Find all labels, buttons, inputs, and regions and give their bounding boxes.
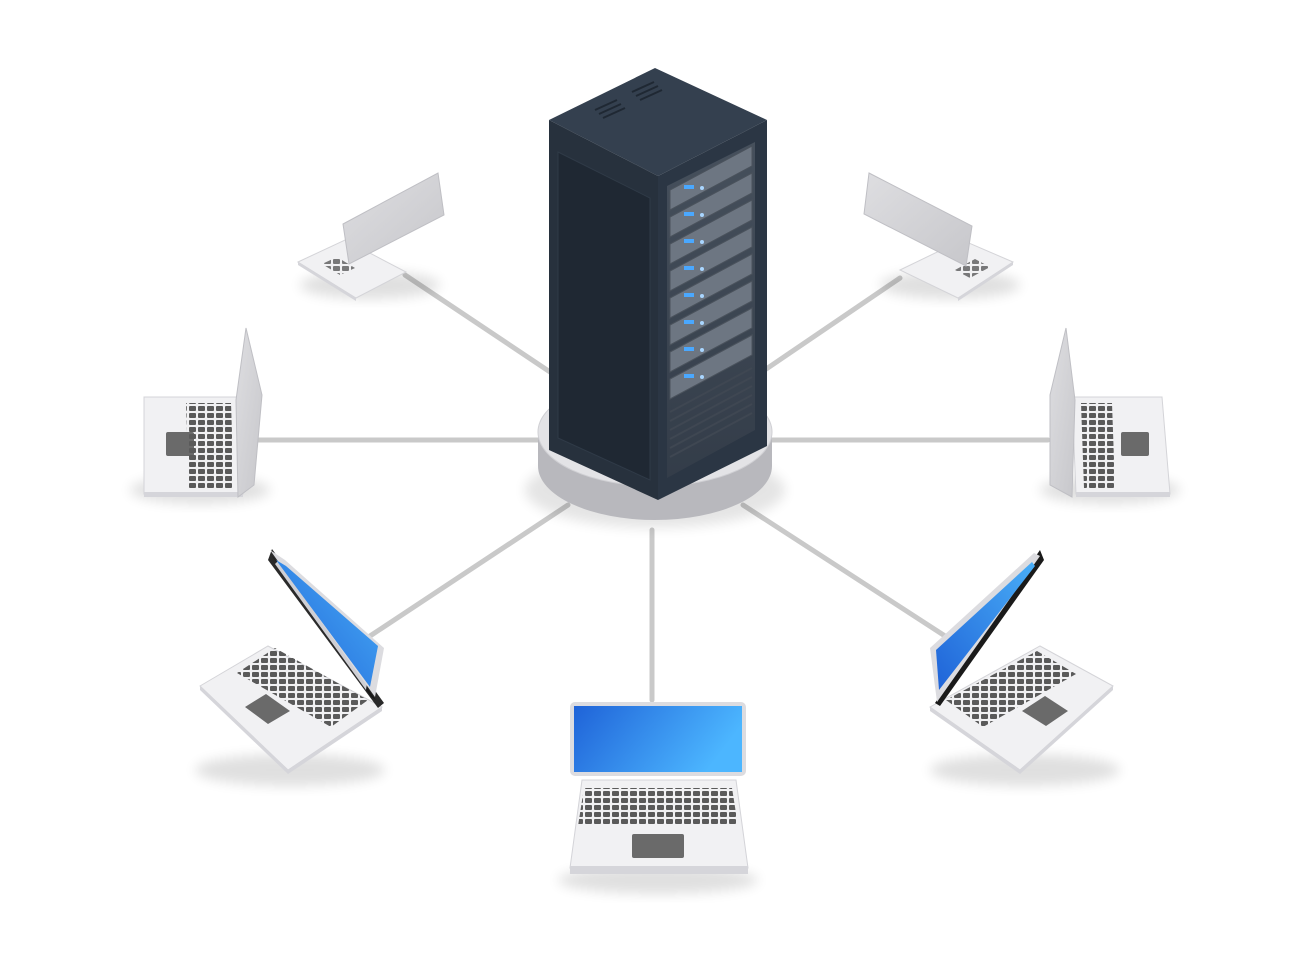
laptop-front-center (558, 702, 758, 894)
link-front-left (367, 502, 571, 639)
link-back-left (402, 272, 565, 383)
rack-unit-led (684, 239, 694, 243)
rack-vent-line (669, 376, 753, 422)
laptop-back-right (863, 172, 1020, 301)
link-back-right (747, 275, 903, 383)
rack-unit-indicator (700, 186, 704, 190)
rack-unit-indicator (700, 213, 704, 217)
rack-unit-led (684, 212, 694, 216)
rack-vent-left (594, 99, 626, 119)
laptop-front-left (195, 549, 385, 786)
rack-unit-led (684, 293, 694, 297)
link-front-right (740, 502, 948, 639)
rack-vent-line (669, 394, 753, 440)
rack-unit-led (684, 266, 694, 270)
rack-vent-right (631, 81, 663, 101)
rack-unit (669, 280, 753, 346)
rack-unit-indicator (700, 375, 704, 379)
rack-unit (669, 199, 753, 265)
rack-unit-indicator (700, 321, 704, 325)
rack-vent-line (669, 367, 753, 413)
laptop-left (130, 327, 270, 504)
rack-unit-indicator (700, 240, 704, 244)
rack-unit (669, 307, 753, 373)
rack-vent-line (669, 412, 753, 458)
rack-unit (669, 253, 753, 319)
rack-unit-led (684, 320, 694, 324)
rack-unit (669, 226, 753, 292)
rack-vent-line (669, 385, 753, 431)
rack-unit-led (684, 374, 694, 378)
rack-unit (669, 145, 753, 211)
rack-unit (669, 172, 753, 238)
rack-unit-indicator (700, 294, 704, 298)
server-rack-icon (549, 68, 767, 500)
laptop-back-left (296, 172, 445, 301)
rack-vent-line (669, 403, 753, 449)
rack-unit-indicator (700, 348, 704, 352)
rack-units (669, 145, 753, 458)
laptop-front-right (929, 550, 1120, 786)
laptop-right (1040, 327, 1180, 504)
rack-unit (669, 334, 753, 400)
rack-unit-led (684, 347, 694, 351)
rack-unit-led (684, 185, 694, 189)
rack-unit-indicator (700, 267, 704, 271)
connection-lines (255, 272, 1051, 703)
